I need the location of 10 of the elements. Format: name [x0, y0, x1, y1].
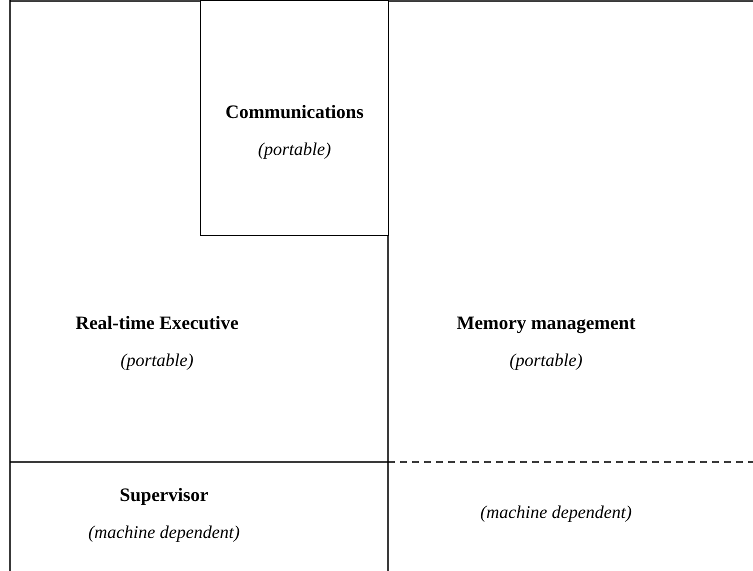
- module-note: (machine dependent): [480, 501, 632, 523]
- module-note: (portable): [258, 138, 331, 160]
- module-note: (portable): [510, 349, 582, 371]
- module-title: Memory management: [456, 313, 636, 335]
- module-title: Communications: [225, 102, 364, 124]
- module-note: (machine dependent): [88, 521, 240, 543]
- module-note: (portable): [120, 349, 194, 371]
- module-box: [200, 0, 389, 236]
- module-title: Supervisor: [120, 485, 208, 507]
- module-title: Real-time Executive: [75, 313, 239, 335]
